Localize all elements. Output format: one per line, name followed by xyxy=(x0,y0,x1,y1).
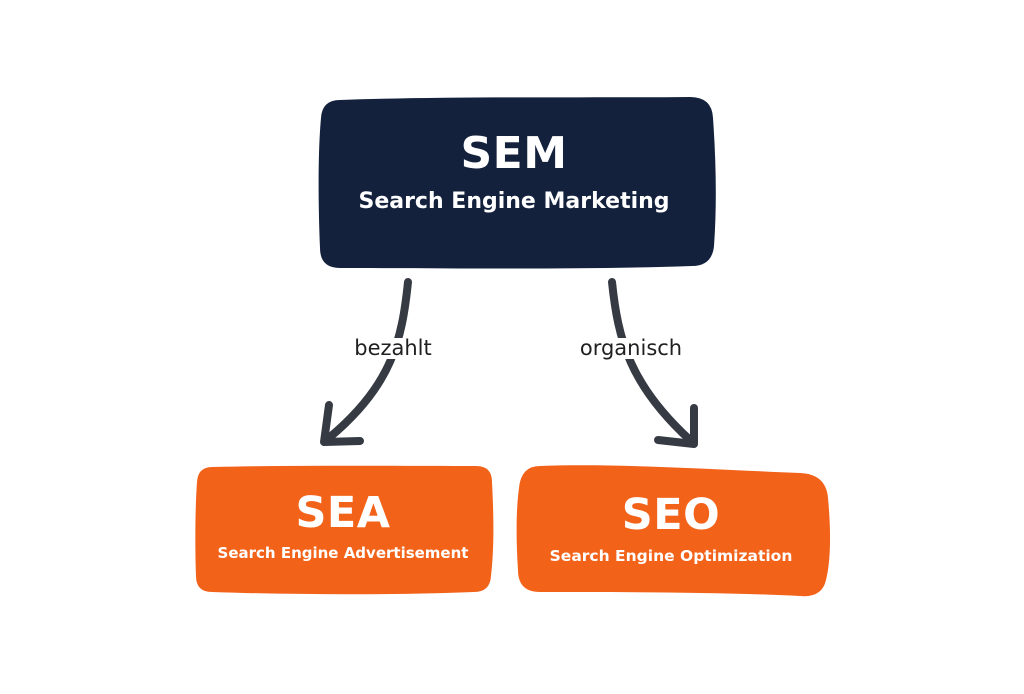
edge-label-organic: organisch xyxy=(575,338,687,359)
arrow-to-sea-head xyxy=(320,401,364,446)
seo-node: SEO Search Engine Optimization xyxy=(518,494,824,565)
sea-full-name: Search Engine Advertisement xyxy=(217,544,469,562)
sem-abbreviation: SEM xyxy=(460,128,568,179)
arrow-to-seo-shaft xyxy=(608,278,694,444)
sea-abbreviation: SEA xyxy=(295,488,391,538)
sem-box xyxy=(318,97,716,269)
seo-abbreviation: SEO xyxy=(621,490,721,540)
seo-box xyxy=(516,465,831,597)
seo-full-name: Search Engine Optimization xyxy=(549,547,793,565)
sem-full-name: Search Engine Marketing xyxy=(358,189,670,214)
sea-node: SEA Search Engine Advertisement xyxy=(196,492,490,562)
arrow-to-seo-head xyxy=(654,404,698,448)
edge-label-paid: bezahlt xyxy=(350,338,436,359)
sea-box xyxy=(195,465,494,595)
arrow-to-sea-shaft xyxy=(326,278,412,441)
sem-node: SEM Search Engine Marketing xyxy=(322,132,706,214)
